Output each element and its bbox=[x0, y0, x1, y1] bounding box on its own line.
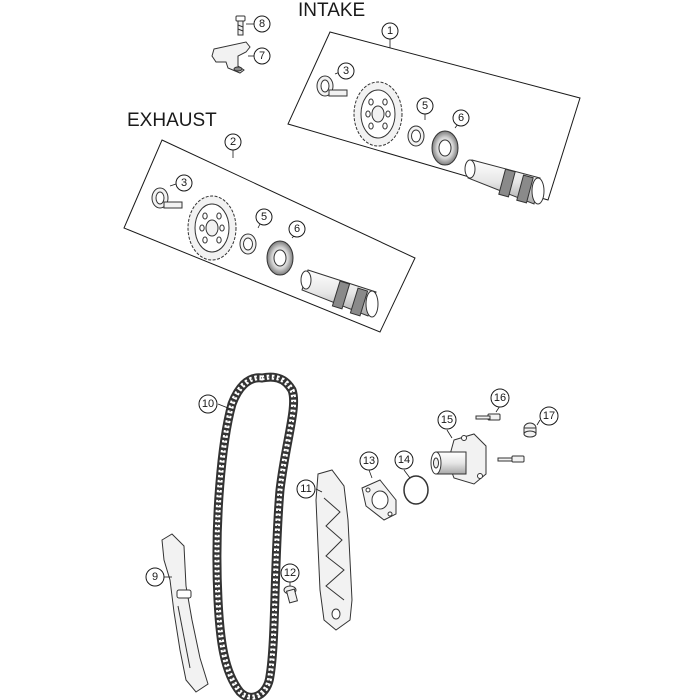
intake-thrust-washer-part-3 bbox=[316, 75, 348, 97]
chain-guide-part-9 bbox=[161, 533, 209, 693]
callout-3-exhaust-label: 3 bbox=[181, 177, 187, 189]
callout-12-label: 12 bbox=[284, 567, 296, 579]
exhaust-ring-part-5 bbox=[239, 233, 257, 255]
o-ring-part-14 bbox=[403, 475, 429, 505]
callout-1: 1 bbox=[381, 22, 399, 40]
gasket-part-13 bbox=[361, 479, 397, 521]
callout-13-label: 13 bbox=[363, 455, 375, 467]
plug-part-17 bbox=[523, 422, 537, 438]
callout-2: 2 bbox=[224, 133, 242, 151]
timing-chain-part-10 bbox=[212, 372, 299, 700]
callout-7-label: 7 bbox=[259, 50, 265, 62]
exhaust-bearing-part-6 bbox=[266, 240, 294, 276]
leader-13 bbox=[368, 469, 373, 479]
callout-6-exhaust: 6 bbox=[288, 220, 306, 238]
callout-17-label: 17 bbox=[543, 410, 555, 422]
callout-14: 14 bbox=[394, 450, 414, 470]
callout-5-exhaust-label: 5 bbox=[261, 211, 267, 223]
callout-6-intake-label: 6 bbox=[458, 112, 464, 124]
bracket-part-7 bbox=[211, 41, 251, 74]
leader-3b bbox=[169, 183, 177, 187]
leader-14 bbox=[403, 469, 411, 479]
exhaust-assembly-frame bbox=[123, 139, 416, 333]
callout-15-label: 15 bbox=[441, 414, 453, 426]
callout-8-label: 8 bbox=[259, 18, 265, 30]
callout-9: 9 bbox=[145, 567, 165, 587]
callout-3-exhaust: 3 bbox=[175, 174, 193, 192]
pivot-bolt-part-12 bbox=[283, 585, 299, 604]
leader-10 bbox=[217, 403, 229, 409]
callout-3-intake: 3 bbox=[337, 62, 355, 80]
intake-bearing-part-6 bbox=[431, 130, 459, 166]
callout-12: 12 bbox=[280, 563, 300, 583]
exhaust-title: EXHAUST bbox=[127, 110, 217, 131]
callout-14-label: 14 bbox=[398, 454, 410, 466]
leader-11 bbox=[315, 488, 323, 493]
leader-17 bbox=[536, 419, 541, 426]
callout-15: 15 bbox=[437, 410, 457, 430]
tensioner-bolt-part-16 bbox=[475, 413, 525, 463]
intake-title: INTAKE bbox=[298, 0, 365, 21]
intake-camshaft bbox=[464, 159, 545, 205]
callout-1-label: 1 bbox=[387, 25, 393, 37]
callout-16-label: 16 bbox=[494, 392, 506, 404]
intake-assembly-frame bbox=[287, 31, 581, 201]
intake-ring-part-5 bbox=[407, 125, 425, 147]
callout-11-label: 11 bbox=[300, 483, 311, 495]
callout-11: 11 bbox=[296, 479, 316, 499]
leader-15 bbox=[446, 429, 453, 439]
callout-5-exhaust: 5 bbox=[255, 208, 273, 226]
callout-10: 10 bbox=[198, 394, 218, 414]
callout-7: 7 bbox=[253, 47, 271, 65]
intake-camshaft-sprocket bbox=[353, 81, 403, 147]
bolt-part-8 bbox=[235, 15, 246, 36]
callout-3-intake-label: 3 bbox=[343, 65, 349, 77]
exhaust-camshaft-sprocket bbox=[187, 195, 237, 261]
callout-10-label: 10 bbox=[202, 398, 214, 410]
callout-2-label: 2 bbox=[230, 136, 236, 148]
callout-8: 8 bbox=[253, 15, 271, 33]
chain-tensioner-part-15 bbox=[430, 433, 487, 485]
callout-5-intake: 5 bbox=[416, 97, 434, 115]
callout-6-intake: 6 bbox=[452, 109, 470, 127]
callout-5-intake-label: 5 bbox=[422, 100, 428, 112]
callout-6-exhaust-label: 6 bbox=[294, 223, 300, 235]
callout-13: 13 bbox=[359, 451, 379, 471]
leader-5b bbox=[257, 223, 261, 229]
callout-16: 16 bbox=[490, 388, 510, 408]
tensioner-blade-part-11 bbox=[315, 469, 353, 631]
callout-17: 17 bbox=[539, 406, 559, 426]
exhaust-camshaft bbox=[300, 269, 379, 318]
callout-9-label: 9 bbox=[152, 571, 158, 583]
exhaust-thrust-washer-part-3 bbox=[151, 187, 183, 209]
